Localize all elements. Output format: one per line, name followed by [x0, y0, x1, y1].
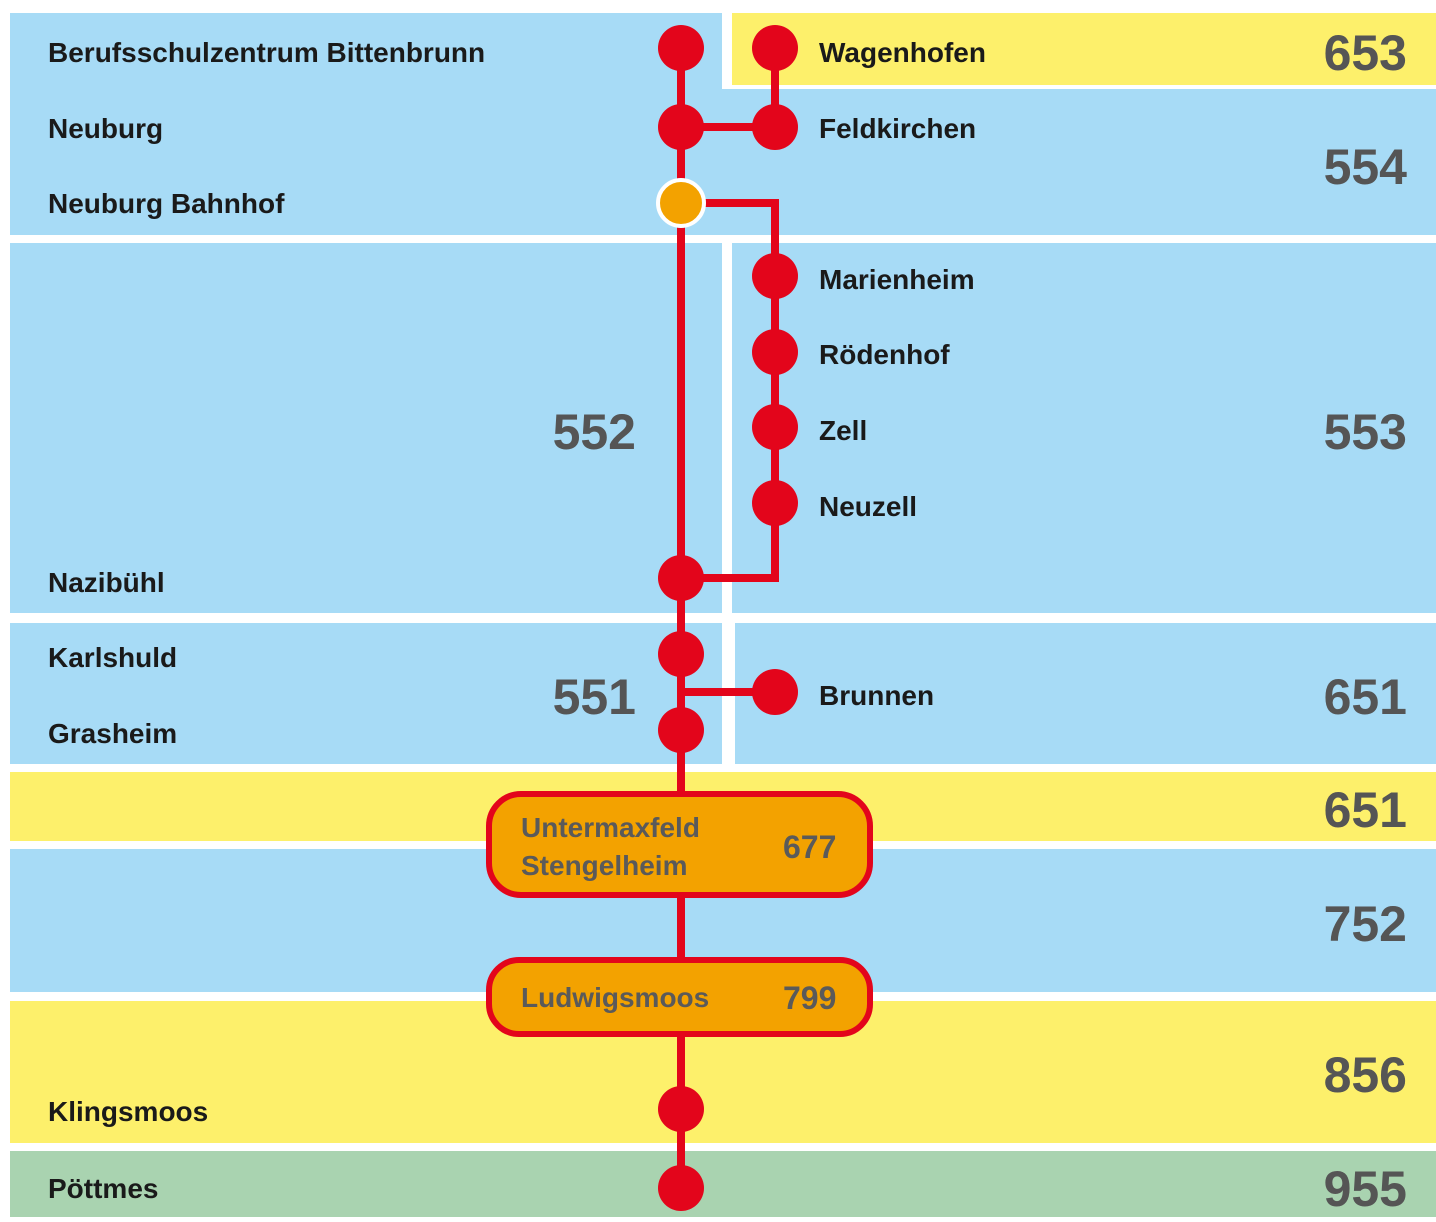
stop-poettmes-dot[interactable] — [658, 1165, 704, 1211]
stop-marienheim-dot[interactable] — [752, 253, 798, 299]
hub-untermaxfeld-zone: 677 — [783, 829, 836, 865]
stops — [656, 25, 798, 1211]
label-nazibuehl: Nazibühl — [48, 567, 165, 598]
hub-untermaxfeld-line1: Untermaxfeld — [521, 812, 700, 843]
label-berufsschulzentrum: Berufsschulzentrum Bittenbrunn — [48, 37, 485, 68]
stop-brunnen-dot[interactable] — [752, 669, 798, 715]
label-klingsmoos: Klingsmoos — [48, 1096, 208, 1127]
hub-untermaxfeld[interactable]: Untermaxfeld Stengelheim 677 — [486, 791, 873, 898]
zone-955-bg — [10, 1151, 1436, 1217]
zone-number-651-right: 651 — [1324, 669, 1407, 725]
label-zell: Zell — [819, 415, 867, 446]
stop-neuburg-bahnhof-dot[interactable] — [656, 178, 706, 228]
label-wagenhofen: Wagenhofen — [819, 37, 986, 68]
zone-number-651-yellow: 651 — [1324, 782, 1407, 838]
stop-karlshuld-dot[interactable] — [658, 631, 704, 677]
zone-number-856: 856 — [1324, 1047, 1407, 1103]
stop-berufsschulzentrum-dot[interactable] — [658, 25, 704, 71]
hub-ludwigsmoos-label: Ludwigsmoos — [521, 982, 709, 1013]
hub-ludwigsmoos-box — [486, 957, 873, 1037]
hub-ludwigsmoos[interactable]: Ludwigsmoos 799 — [486, 957, 873, 1037]
stop-labels: Berufsschulzentrum Bittenbrunn Neuburg N… — [48, 37, 986, 1204]
zone-553-bg — [732, 243, 1436, 613]
stop-grasheim-dot[interactable] — [658, 707, 704, 753]
zone-554-left-bg — [10, 13, 722, 235]
zone-number-653: 653 — [1324, 25, 1407, 81]
stop-zell-dot[interactable] — [752, 404, 798, 450]
zone-number-552: 552 — [553, 404, 636, 460]
stop-feldkirchen-dot[interactable] — [752, 104, 798, 150]
label-neuzell: Neuzell — [819, 491, 917, 522]
zone-number-554: 554 — [1324, 139, 1408, 195]
label-neuburg-bahnhof: Neuburg Bahnhof — [48, 188, 285, 219]
hub-untermaxfeld-line2: Stengelheim — [521, 850, 687, 881]
zone-552-bg — [10, 243, 722, 613]
zone-653-bg — [732, 13, 1436, 85]
stop-wagenhofen-dot[interactable] — [752, 25, 798, 71]
hub-untermaxfeld-box — [486, 791, 873, 898]
zone-554-connector-bg — [722, 89, 732, 235]
zone-number-752: 752 — [1324, 896, 1407, 952]
label-poettmes: Pöttmes — [48, 1173, 158, 1204]
label-karlshuld: Karlshuld — [48, 642, 177, 673]
zone-numbers: 653 554 552 553 551 651 651 752 856 955 — [553, 25, 1408, 1217]
label-grasheim: Grasheim — [48, 718, 177, 749]
zone-number-955: 955 — [1324, 1161, 1407, 1217]
zone-551-bg — [10, 623, 722, 764]
label-roedenhof: Rödenhof — [819, 339, 950, 370]
stop-nazibuehl-dot[interactable] — [658, 555, 704, 601]
hub-ludwigsmoos-zone: 799 — [783, 980, 836, 1016]
label-neuburg: Neuburg — [48, 113, 163, 144]
zone-554-right-bg — [732, 89, 1436, 235]
stop-roedenhof-dot[interactable] — [752, 329, 798, 375]
label-feldkirchen: Feldkirchen — [819, 113, 976, 144]
label-marienheim: Marienheim — [819, 264, 975, 295]
stop-neuburg-dot[interactable] — [658, 104, 704, 150]
zell-loop — [681, 199, 779, 582]
label-brunnen: Brunnen — [819, 680, 934, 711]
zone-number-553: 553 — [1324, 404, 1407, 460]
zone-number-551: 551 — [553, 669, 636, 725]
zone-651-right-bg — [735, 623, 1436, 764]
stop-neuzell-dot[interactable] — [752, 480, 798, 526]
stop-klingsmoos-dot[interactable] — [658, 1086, 704, 1132]
